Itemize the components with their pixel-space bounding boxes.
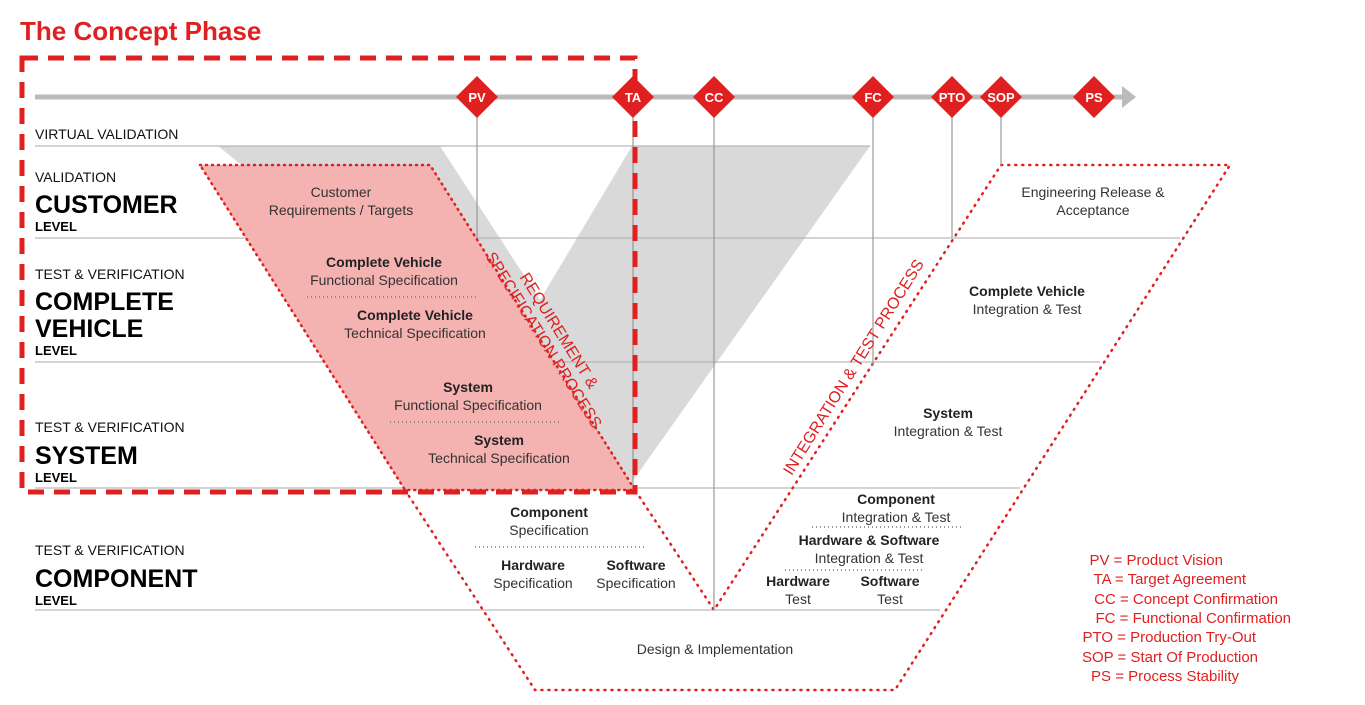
svg-text:PS: PS [1085, 90, 1103, 105]
svg-text:Technical Specification: Technical Specification [428, 450, 570, 466]
svg-text:Customer: Customer [311, 184, 372, 200]
svg-text:PTO: PTO [939, 90, 966, 105]
svg-text:VEHICLE: VEHICLE [35, 315, 143, 343]
svg-text:FC = Functional Confirmation: FC = Functional Confirmation [1096, 610, 1292, 627]
svg-text:Complete Vehicle: Complete Vehicle [969, 283, 1085, 299]
svg-text:Complete Vehicle: Complete Vehicle [326, 254, 442, 270]
milestone-pv[interactable]: PV [456, 76, 498, 118]
svg-text:System: System [923, 405, 973, 421]
svg-text:Integration & Test: Integration & Test [815, 550, 924, 566]
milestone-sop[interactable]: SOP [980, 76, 1022, 118]
milestone-cc[interactable]: CC [693, 76, 735, 118]
svg-text:Component: Component [857, 491, 935, 507]
svg-text:PV: PV [468, 90, 486, 105]
milestone-fc[interactable]: FC [852, 76, 894, 118]
svg-text:CUSTOMER: CUSTOMER [35, 191, 178, 219]
svg-text:TEST & VERIFICATION: TEST & VERIFICATION [35, 419, 185, 435]
milestone-ps[interactable]: PS [1073, 76, 1115, 118]
virtual-validation-label: VIRTUAL VALIDATION [35, 126, 178, 142]
svg-text:Software: Software [860, 573, 919, 589]
milestone-ta[interactable]: TA [612, 76, 654, 118]
svg-text:COMPLETE: COMPLETE [35, 288, 174, 316]
svg-text:PTO = Production Try-Out: PTO = Production Try-Out [1082, 629, 1256, 646]
svg-text:LEVEL: LEVEL [35, 470, 77, 485]
svg-text:Integration & Test: Integration & Test [894, 423, 1003, 439]
svg-text:Hardware & Software: Hardware & Software [799, 532, 940, 548]
svg-text:TA = Target Agreement: TA = Target Agreement [1094, 571, 1247, 588]
svg-text:SOP = Start Of Production: SOP = Start Of Production [1082, 649, 1258, 666]
svg-text:SYSTEM: SYSTEM [35, 442, 138, 470]
diagram-title: The Concept Phase [20, 16, 261, 46]
svg-text:Acceptance: Acceptance [1056, 202, 1129, 218]
separator-dots [307, 296, 962, 571]
svg-text:PS = Process Stability: PS = Process Stability [1091, 668, 1239, 685]
svg-text:TEST & VERIFICATION: TEST & VERIFICATION [35, 266, 185, 282]
svg-text:Software: Software [606, 557, 665, 573]
svg-text:Test: Test [785, 591, 811, 607]
component-level-label: TEST & VERIFICATION COMPONENT LEVEL [35, 542, 198, 608]
svg-text:Test: Test [877, 591, 903, 607]
design-implementation: Design & Implementation [637, 641, 793, 657]
svg-text:PV = Product Vision: PV = Product Vision [1089, 552, 1223, 569]
svg-text:Complete Vehicle: Complete Vehicle [357, 307, 473, 323]
concept-phase-box [19, 55, 638, 495]
requirements-area [197, 163, 638, 492]
svg-text:Requirements / Targets: Requirements / Targets [269, 202, 413, 218]
svg-text:Technical Specification: Technical Specification [344, 325, 486, 341]
milestone-legend: PV = Product Vision TA = Target Agreemen… [1082, 552, 1291, 685]
customer-level-label: VALIDATION CUSTOMER LEVEL [35, 169, 178, 234]
svg-text:System: System [474, 432, 524, 448]
svg-text:TA: TA [625, 90, 642, 105]
svg-text:FC: FC [864, 90, 882, 105]
svg-text:CC = Concept Confirmation: CC = Concept Confirmation [1094, 591, 1278, 608]
svg-text:COMPONENT: COMPONENT [35, 565, 198, 593]
svg-text:LEVEL: LEVEL [35, 219, 77, 234]
svg-text:Specification: Specification [596, 575, 675, 591]
timeline-arrow-icon [1122, 86, 1136, 108]
integration-process-label: INTEGRATION & TEST PROCESS [781, 257, 928, 479]
svg-text:Component: Component [510, 504, 588, 520]
svg-text:Integration & Test: Integration & Test [842, 509, 951, 525]
left-specs: Customer Requirements / Targets Complete… [269, 184, 793, 657]
milestone-pto[interactable]: PTO [931, 76, 973, 118]
svg-text:Hardware: Hardware [501, 557, 565, 573]
svg-text:LEVEL: LEVEL [35, 593, 77, 608]
svg-text:Integration & Test: Integration & Test [973, 301, 1082, 317]
svg-text:TEST & VERIFICATION: TEST & VERIFICATION [35, 542, 185, 558]
svg-text:LEVEL: LEVEL [35, 343, 77, 358]
svg-text:Specification: Specification [509, 522, 588, 538]
svg-text:System: System [443, 379, 493, 395]
svg-text:Functional Specification: Functional Specification [394, 397, 542, 413]
svg-text:Hardware: Hardware [766, 573, 830, 589]
right-tests: Engineering Release & Acceptance Complet… [766, 184, 1165, 607]
svg-text:Specification: Specification [493, 575, 572, 591]
svg-text:Functional Specification: Functional Specification [310, 272, 458, 288]
system-level-label: TEST & VERIFICATION SYSTEM LEVEL [35, 419, 185, 485]
svg-text:SOP: SOP [987, 90, 1015, 105]
svg-text:VALIDATION: VALIDATION [35, 169, 116, 185]
svg-text:Engineering Release &: Engineering Release & [1021, 184, 1165, 200]
svg-text:CC: CC [705, 90, 724, 105]
vehicle-level-label: TEST & VERIFICATION COMPLETE VEHICLE LEV… [35, 266, 185, 358]
